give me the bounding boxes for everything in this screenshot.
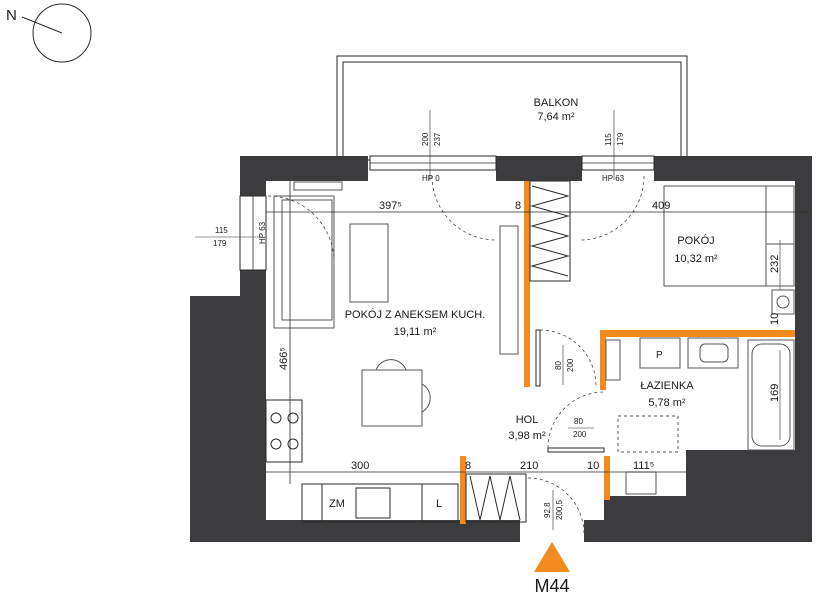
fridge-label: ZM — [329, 498, 345, 510]
dim-wall-10-bottom: 10 — [587, 460, 599, 472]
sw-top: 115 — [215, 226, 228, 235]
side-window — [239, 195, 335, 271]
balcony-door-1 — [369, 155, 497, 241]
entrance-marker: M44 — [534, 542, 570, 596]
interior-walls — [460, 181, 795, 524]
dining-table — [361, 359, 431, 427]
dim-bath-111: 111⁵ — [633, 460, 654, 472]
living-door-top: 80 — [554, 361, 563, 370]
entrance-triangle-icon — [534, 542, 570, 572]
entrance-bottom: 200,5 — [555, 499, 564, 520]
unit-label: M44 — [534, 576, 569, 596]
dim-bath-10: 10 — [769, 313, 781, 325]
dim-wall-8-bottom: 8 — [465, 460, 471, 472]
exterior-walls — [190, 156, 812, 542]
cabinet-label: L — [436, 498, 442, 510]
dim-bath-169: 169 — [769, 384, 781, 402]
living-door — [535, 329, 597, 387]
dim-hall-210: 210 — [520, 460, 538, 472]
wardrobe-top — [529, 180, 571, 282]
hall-name: HOL — [516, 414, 539, 426]
bathroom-fixtures: P — [605, 337, 739, 495]
bd1-top: 200 — [421, 132, 430, 146]
sw-bottom: 179 — [213, 239, 227, 248]
dim-bedroom-width: 409 — [652, 200, 670, 212]
dim-wall-8-top: 8 — [515, 200, 521, 212]
north-label: N — [6, 7, 17, 24]
washer-label: P — [656, 350, 663, 361]
bed — [663, 185, 795, 315]
balcony-area: 7,64 m² — [537, 111, 575, 123]
dim-bedroom-232: 232 — [769, 255, 781, 273]
bedroom-area: 10,32 m² — [674, 253, 718, 265]
bathtub — [747, 339, 795, 451]
balcony-name: BALKON — [534, 97, 579, 109]
bath-door — [547, 391, 605, 453]
bedroom-name: POKÓJ — [677, 234, 714, 247]
hall-area: 3,98 m² — [508, 430, 546, 442]
bd1-bottom: 237 — [433, 132, 442, 146]
sw-hp: HP 63 — [258, 221, 267, 244]
bd2-top: 115 — [604, 133, 613, 146]
entrance-door — [527, 477, 585, 535]
living-name: POKÓJ Z ANEKSEM KUCH. — [345, 308, 486, 321]
bathroom-area: 5,78 m² — [648, 397, 686, 409]
dim-living-height: 466⁵ — [278, 347, 290, 370]
entrance-top: 92,8 — [543, 502, 552, 518]
bathroom-name: ŁAZIENKA — [640, 380, 694, 392]
bd1-hp: HP 0 — [422, 174, 440, 183]
living-door-bottom: 200 — [566, 358, 575, 372]
bath-door-top: 80 — [574, 417, 583, 426]
balcony-door-2 — [579, 155, 655, 241]
north-arrow: N — [6, 3, 92, 63]
balcony-outline — [336, 55, 688, 161]
dim-living-width: 397⁵ — [379, 200, 402, 212]
living-area: 19,11 m² — [394, 326, 437, 338]
bath-door-bottom: 200 — [573, 430, 587, 439]
kitchen-counter: ZM L — [265, 399, 459, 523]
dimension-lines — [195, 110, 808, 530]
wardrobe-bottom — [465, 473, 527, 523]
tv-shelf — [293, 181, 519, 355]
dim-kitchen-300: 300 — [351, 460, 369, 472]
bd2-bottom: 179 — [616, 132, 625, 146]
bd2-hp: HP 63 — [602, 174, 625, 183]
sofa — [273, 195, 389, 329]
